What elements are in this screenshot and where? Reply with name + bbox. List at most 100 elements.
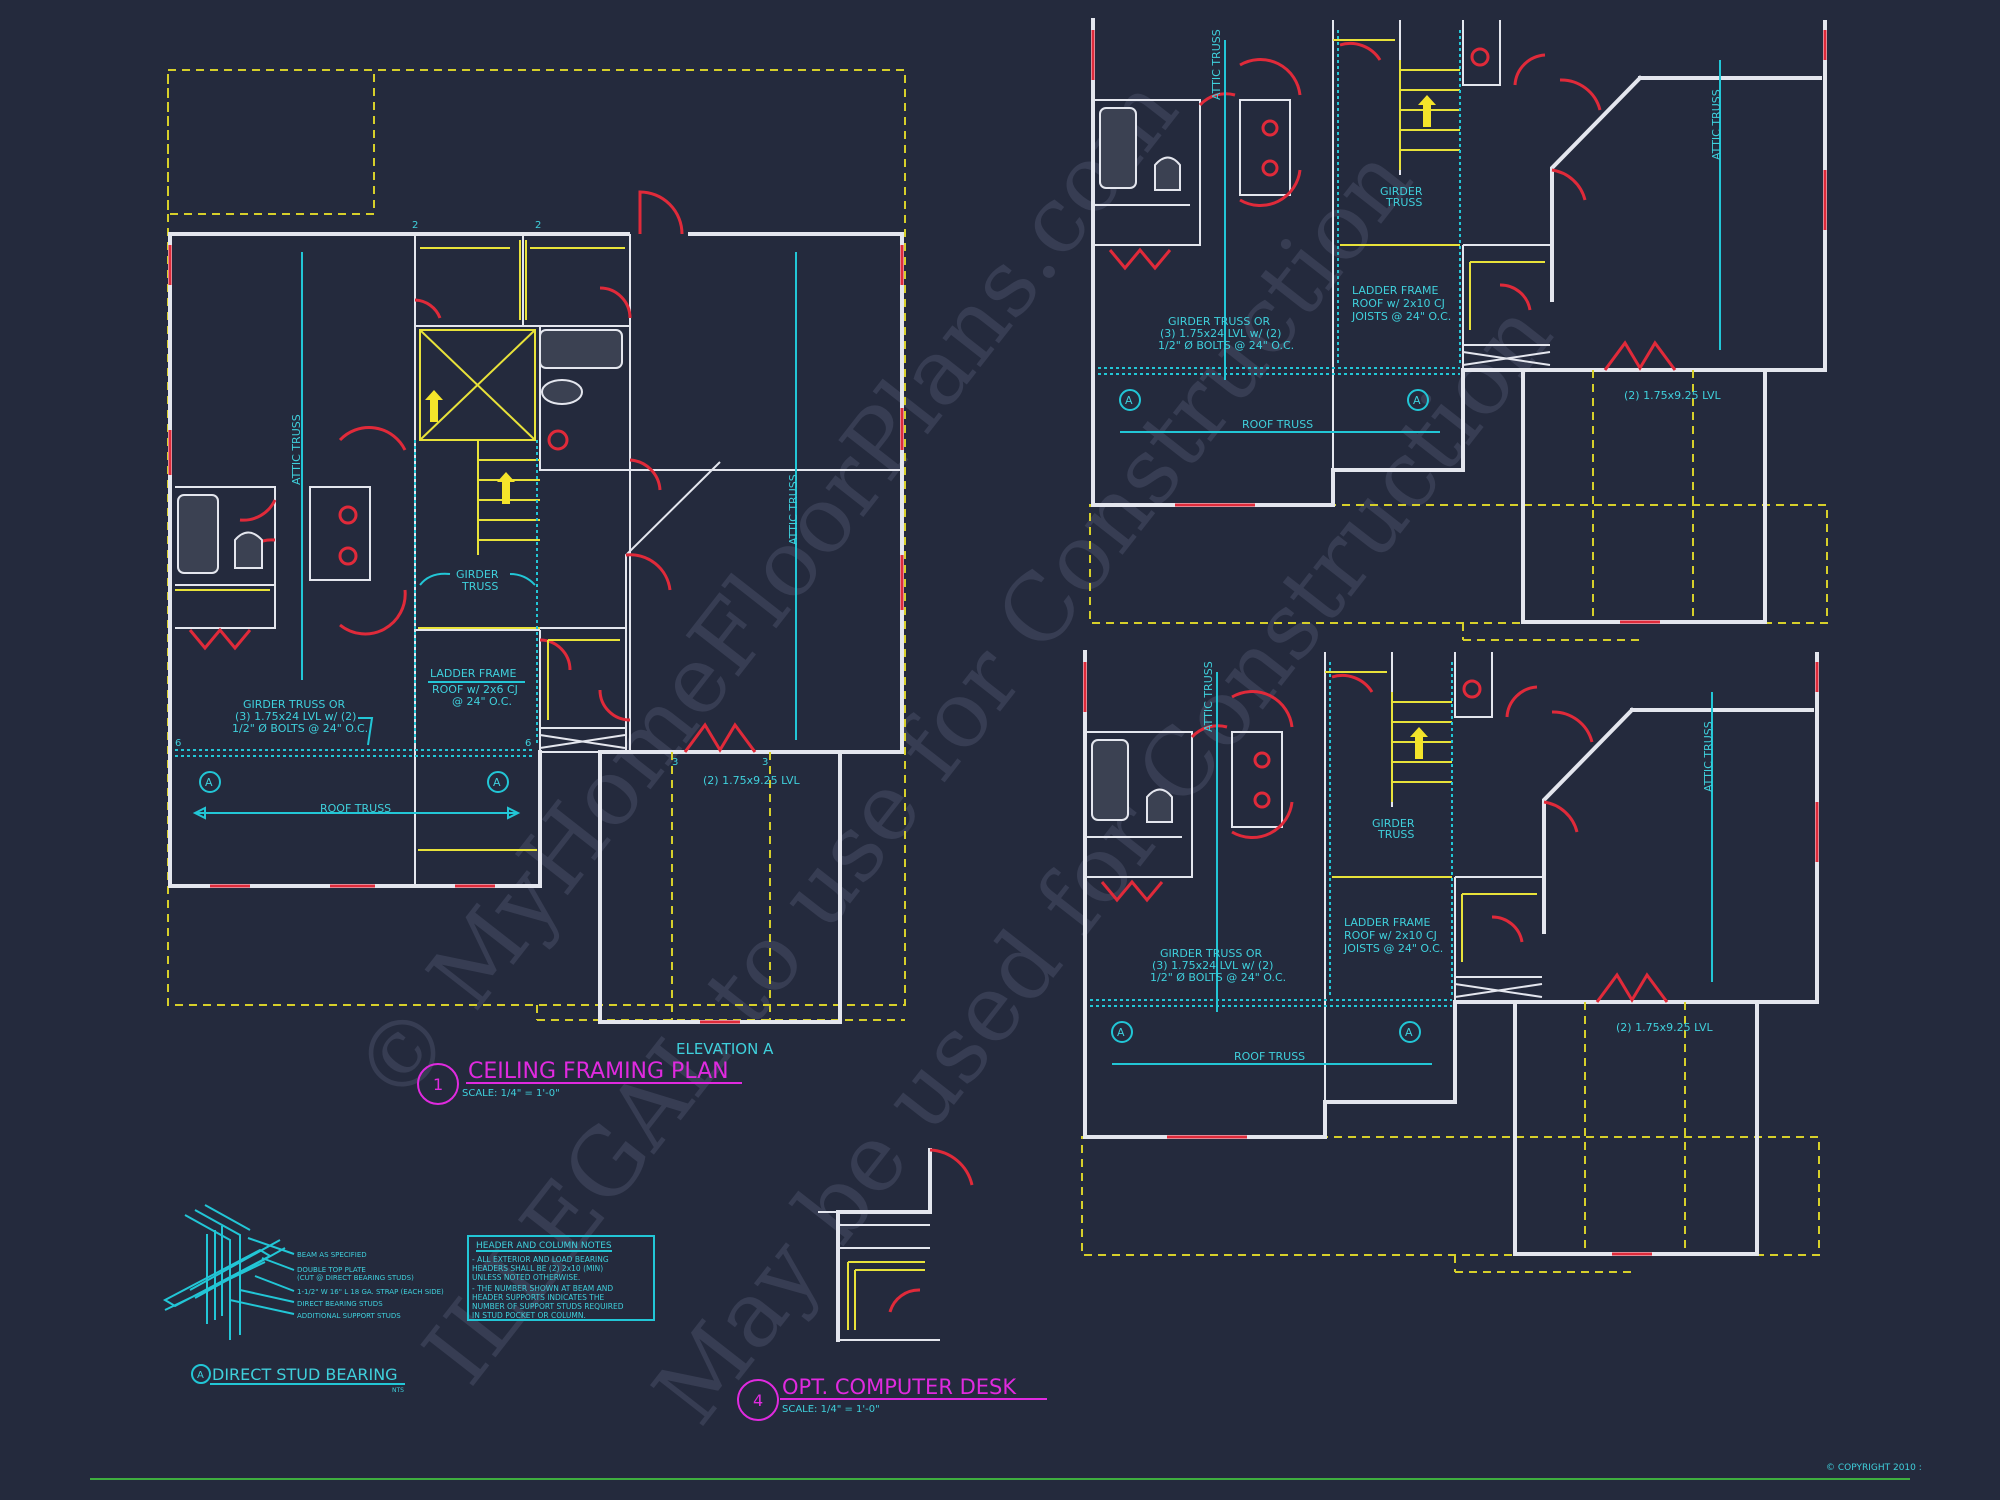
- svg-text:HEADER SUPPORTS INDICATES THE: HEADER SUPPORTS INDICATES THE: [472, 1293, 604, 1302]
- alt-plan-bottom: ATTIC TRUSS ATTIC TRUSS GIRDER TRUSS LAD…: [1081, 650, 1820, 1273]
- detail-title: DIRECT STUD BEARING: [212, 1365, 398, 1384]
- svg-text:3: 3: [672, 757, 678, 768]
- svg-text:A: A: [1125, 394, 1133, 407]
- svg-text:ATTIC TRUSS: ATTIC TRUSS: [1210, 29, 1223, 100]
- svg-text:A: A: [493, 776, 501, 789]
- roof-truss-label: ROOF TRUSS: [320, 802, 391, 815]
- svg-text:TRUSS: TRUSS: [1377, 828, 1414, 841]
- svg-text:2: 2: [535, 220, 541, 231]
- svg-text:(2) 1.75x9.25 LVL: (2) 1.75x9.25 LVL: [1624, 389, 1722, 402]
- desk-view-number: 4: [753, 1391, 763, 1410]
- svg-text:DOUBLE TOP PLATE: DOUBLE TOP PLATE: [297, 1266, 366, 1274]
- notes-box: [467, 1235, 655, 1321]
- sink-icon: [1462, 679, 1482, 699]
- copyright-text: © COPYRIGHT 2010 :: [1826, 1463, 1922, 1473]
- svg-text:6: 6: [525, 738, 531, 749]
- elevation-label: ELEVATION A: [676, 1040, 774, 1058]
- bath-fixtures: [177, 329, 623, 574]
- detail-bubble: [191, 1364, 211, 1384]
- svg-text:A: A: [205, 776, 213, 789]
- sink-icon: [1261, 119, 1279, 137]
- door-swings: [188, 190, 757, 753]
- direct-stud-bearing-detail: BEAM AS SPECIFIED DOUBLE TOP PLATE (CUT …: [162, 1204, 444, 1394]
- svg-text:ROOF TRUSS: ROOF TRUSS: [1234, 1050, 1305, 1063]
- bathtub-icon: [177, 494, 219, 574]
- svg-text:A: A: [1405, 1026, 1413, 1039]
- svg-text:TRUSS: TRUSS: [1385, 196, 1422, 209]
- ladder-frame-label-2: ROOF w/ 2x6 CJ: [432, 683, 518, 696]
- view-number: 1: [433, 1075, 443, 1094]
- bathtub-icon: [1091, 739, 1129, 821]
- bathtub-icon-2: [539, 329, 623, 369]
- sink-icon: [338, 546, 358, 566]
- exterior-wall-north: [168, 232, 904, 754]
- svg-text:UNLESS NOTED OTHERWISE.: UNLESS NOTED OTHERWISE.: [472, 1273, 580, 1282]
- toilet-icon: [1146, 788, 1173, 823]
- svg-text:3: 3: [762, 757, 768, 768]
- svg-text:ATTIC TRUSS: ATTIC TRUSS: [1710, 89, 1723, 160]
- svg-text:NTS: NTS: [392, 1387, 404, 1394]
- stair-up-arrow-icon: [1418, 95, 1436, 127]
- desk-scale: SCALE: 1/4" = 1'-0": [782, 1404, 880, 1415]
- windows: [168, 245, 904, 1024]
- section-bubble-a: A: [487, 771, 509, 793]
- sink-icon: [1261, 159, 1279, 177]
- svg-text:(2) 1.75x9.25 LVL: (2) 1.75x9.25 LVL: [1616, 1021, 1714, 1034]
- sink-icon: [1253, 791, 1271, 809]
- svg-text:(CUT @ DIRECT BEARING STUDS): (CUT @ DIRECT BEARING STUDS): [297, 1274, 414, 1282]
- svg-text:GIRDER: GIRDER: [1372, 817, 1415, 830]
- attic-truss-label: ATTIC TRUSS: [787, 474, 800, 545]
- ladder-frame-label-1: LADDER FRAME: [430, 667, 516, 680]
- svg-text:A: A: [1117, 1026, 1125, 1039]
- stair-up-arrow-icon: [497, 472, 515, 504]
- notes-title: HEADER AND COLUMN NOTES: [476, 1241, 612, 1251]
- svg-text:GIRDER TRUSS OR: GIRDER TRUSS OR: [1168, 315, 1271, 328]
- sink-icon: [1470, 47, 1490, 67]
- svg-text:ROOF w/ 2x10 CJ: ROOF w/ 2x10 CJ: [1344, 929, 1437, 942]
- svg-text:IN STUD POCKET OR COLUMN.: IN STUD POCKET OR COLUMN.: [472, 1311, 586, 1320]
- svg-text:GIRDER: GIRDER: [1380, 185, 1423, 198]
- attic-truss-label: ATTIC TRUSS: [290, 414, 303, 485]
- sink-icon: [547, 429, 569, 451]
- svg-text:DIRECT BEARING STUDS: DIRECT BEARING STUDS: [297, 1300, 383, 1308]
- girder-truss-or-2: (3) 1.75x24 LVL w/ (2): [235, 710, 356, 723]
- svg-text:LADDER FRAME: LADDER FRAME: [1344, 916, 1430, 929]
- svg-text:ATTIC TRUSS: ATTIC TRUSS: [1702, 721, 1715, 792]
- lvl-label: (2) 1.75x9.25 LVL: [703, 774, 801, 787]
- svg-text:(3) 1.75x24 LVL w/ (2): (3) 1.75x24 LVL w/ (2): [1152, 959, 1273, 972]
- ladder-frame-label-3: @ 24" O.C.: [452, 695, 512, 708]
- svg-text:(3) 1.75x24 LVL w/ (2): (3) 1.75x24 LVL w/ (2): [1160, 327, 1281, 340]
- svg-text:GIRDER TRUSS OR: GIRDER TRUSS OR: [1160, 947, 1263, 960]
- svg-text:1-1/2" W 16" L 18 GA. STRAP (E: 1-1/2" W 16" L 18 GA. STRAP (EACH SIDE): [297, 1288, 444, 1296]
- view-number-bubble: [417, 1063, 459, 1105]
- svg-text:- ALL EXTERIOR AND LOAD BEARIN: - ALL EXTERIOR AND LOAD BEARING: [472, 1255, 609, 1264]
- svg-text:- THE NUMBER SHOWN AT BEAM AND: - THE NUMBER SHOWN AT BEAM AND: [472, 1284, 613, 1293]
- sink-icon: [1253, 751, 1271, 769]
- svg-text:ADDITIONAL SUPPORT STUDS: ADDITIONAL SUPPORT STUDS: [297, 1312, 401, 1320]
- alt-plan-top: ATTIC TRUSS ATTIC TRUSS GIRDER TRUSS LAD…: [1089, 18, 1828, 641]
- stair-up-arrow-icon: [425, 390, 443, 422]
- girder-truss-or-1: GIRDER TRUSS OR: [243, 698, 346, 711]
- svg-text:2: 2: [412, 220, 418, 231]
- header-column-notes: HEADER AND COLUMN NOTES - ALL EXTERIOR A…: [467, 1235, 655, 1321]
- sink-icon: [338, 505, 358, 525]
- stud-bearing-isometric-icon: [162, 1204, 286, 1340]
- bathtub-icon: [1099, 107, 1137, 189]
- svg-text:1/2" Ø BOLTS @ 24" O.C.: 1/2" Ø BOLTS @ 24" O.C.: [1158, 339, 1294, 352]
- svg-text:ROOF w/ 2x10 CJ: ROOF w/ 2x10 CJ: [1352, 297, 1445, 310]
- girder-truss-or-3: 1/2" Ø BOLTS @ 24" O.C.: [232, 722, 368, 735]
- toilet-icon: [1154, 156, 1181, 191]
- svg-text:BEAM AS SPECIFIED: BEAM AS SPECIFIED: [297, 1251, 367, 1259]
- girder-truss-label-2: TRUSS: [461, 580, 498, 593]
- svg-text:HEADERS SHALL BE (2) 2x10 (MIN: HEADERS SHALL BE (2) 2x10 (MIN): [472, 1264, 603, 1273]
- svg-text:NUMBER OF SUPPORT STUDS REQUIR: NUMBER OF SUPPORT STUDS REQUIRED: [472, 1302, 624, 1311]
- svg-text:ROOF TRUSS: ROOF TRUSS: [1242, 418, 1313, 431]
- svg-text:ATTIC TRUSS: ATTIC TRUSS: [1202, 661, 1215, 732]
- svg-text:JOISTS @ 24" O.C.: JOISTS @ 24" O.C.: [1343, 942, 1443, 955]
- desk-title: OPT. COMPUTER DESK: [782, 1375, 1017, 1399]
- svg-text:JOISTS @ 24" O.C.: JOISTS @ 24" O.C.: [1351, 310, 1451, 323]
- opt-computer-desk-plan: 4 OPT. COMPUTER DESK SCALE: 1/4" = 1'-0": [737, 1148, 1047, 1421]
- svg-text:6: 6: [175, 738, 181, 749]
- stair-up-arrow-icon: [1410, 727, 1428, 759]
